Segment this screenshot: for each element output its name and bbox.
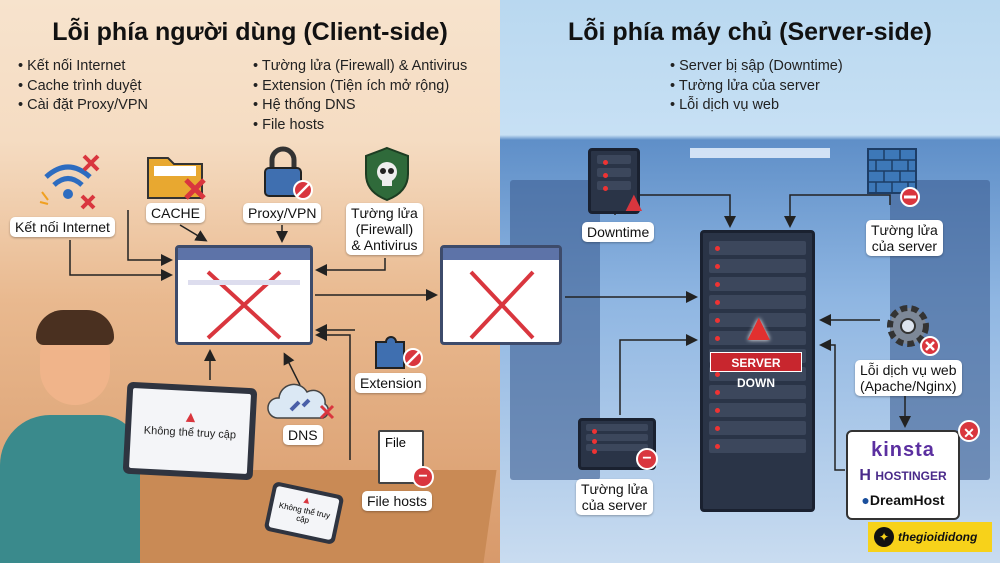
warning-icon: ▲	[740, 307, 778, 349]
server-firewall-icon	[578, 418, 656, 470]
bullet: Hệ thống DNS	[253, 96, 467, 116]
folder-icon	[147, 157, 206, 200]
bullet: Lỗi dịch vụ web	[670, 96, 843, 116]
gear-icon	[887, 305, 940, 356]
warning-icon: ▲	[620, 186, 648, 217]
label-cache: CACHE	[146, 203, 206, 223]
hostinger-logo: H HOSTINGER	[859, 467, 947, 484]
bullet: Extension (Tiện ích mở rộng)	[253, 77, 467, 97]
label-internet: Kết nối Internet	[10, 217, 115, 237]
browser-window-error	[440, 245, 562, 345]
server-bullets: Server bị sập (Downtime) Tường lửa của s…	[670, 57, 843, 116]
person-hair	[36, 310, 114, 345]
person-body	[0, 415, 140, 563]
label-firewall: Tường lửa (Firewall) & Antivirus	[346, 203, 423, 255]
label-downtime: Downtime	[582, 222, 655, 242]
laptop-screen: ▲ Không thể truy cập	[128, 387, 252, 475]
hosting-providers-box: KINSTA H HOSTINGER ●DreamHost	[846, 430, 960, 520]
label-web-service: Lỗi dịch vụ web (Apache/Nginx)	[855, 360, 962, 396]
hostinger-text: HOSTINGER	[875, 469, 947, 483]
wifi-icon	[39, 154, 100, 210]
cloud-broken-link-icon	[267, 383, 335, 420]
bullet: Tường lửa của server	[670, 77, 843, 97]
label-dns: DNS	[283, 425, 323, 445]
bullet: File hosts	[253, 116, 467, 136]
dreamhost-logo: ●DreamHost	[861, 492, 945, 508]
client-bullets-1: Kết nối Internet Cache trình duyệt Cài đ…	[18, 57, 148, 116]
shield-skull-icon	[365, 146, 409, 202]
browser-window-error	[175, 245, 313, 345]
watermark-text: thegioididong	[898, 530, 978, 544]
puzzle-icon	[375, 336, 423, 369]
bullet: Cài đặt Proxy/VPN	[18, 96, 148, 116]
watermark-logo: ✦ thegioididong	[868, 522, 992, 552]
bullet: Kết nối Internet	[18, 57, 148, 77]
label-extension: Extension	[355, 373, 427, 393]
client-bullets-2: Tường lửa (Firewall) & Antivirus Extensi…	[253, 57, 467, 135]
brick-firewall-icon	[867, 148, 920, 207]
client-title: Lỗi phía người dùng (Client-side)	[52, 18, 448, 46]
file-icon-text: File	[385, 435, 406, 450]
dreamhost-text: DreamHost	[869, 492, 945, 508]
red-x-icon	[469, 270, 535, 340]
bullet: Cache trình duyệt	[18, 77, 148, 97]
server-downtime-icon	[588, 148, 640, 214]
bullet: Tường lửa (Firewall) & Antivirus	[253, 57, 467, 77]
server-title: Lỗi phía máy chủ (Server-side)	[568, 18, 932, 46]
close-error-icon: ✕	[958, 420, 980, 442]
label-firewall-bottom: Tường lửa của server	[576, 479, 653, 515]
phone-screen: ▲ Không thể truy cập	[268, 485, 340, 541]
ceiling-light	[690, 148, 830, 158]
blocked-icon: −	[636, 448, 658, 470]
server-down-badge: SERVER DOWN	[710, 352, 802, 390]
laptop: ▲ Không thể truy cập	[122, 381, 258, 481]
label-firewall-top: Tường lửa của server	[866, 220, 943, 256]
label-file-hosts: File hosts	[362, 491, 432, 511]
red-x-icon	[188, 270, 300, 340]
bullet: Server bị sập (Downtime)	[670, 57, 843, 77]
watermark-icon: ✦	[874, 527, 894, 547]
blocked-icon: −	[412, 466, 434, 488]
lock-icon	[264, 146, 313, 200]
kinsta-logo: KINSTA	[871, 439, 935, 461]
label-proxy: Proxy/VPN	[243, 203, 322, 223]
